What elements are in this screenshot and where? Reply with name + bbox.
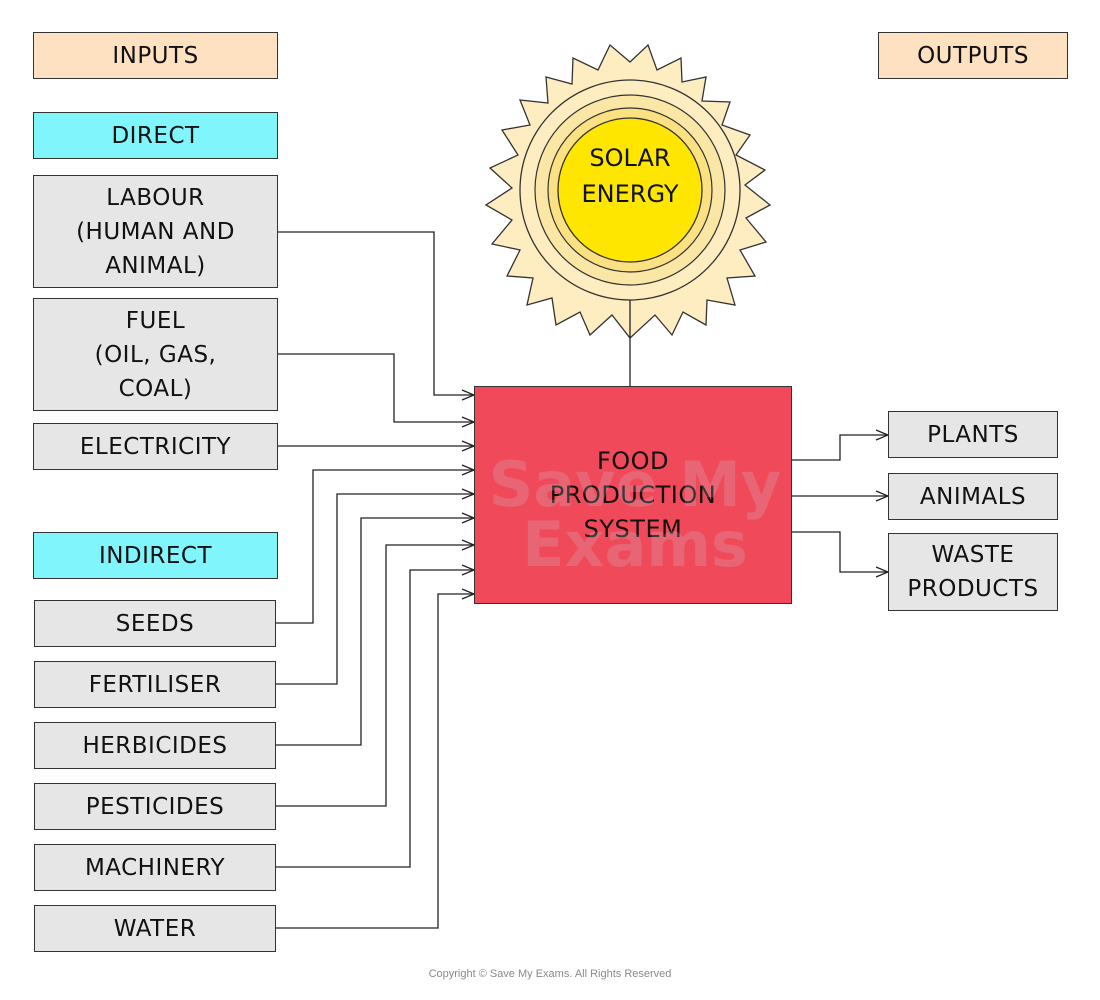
inputs-header: INPUTS — [33, 32, 278, 79]
pesticides-connector — [276, 545, 474, 807]
labour-label: LABOUR (HUMAN AND ANIMAL) — [76, 184, 235, 279]
machinery-label: MACHINERY — [84, 854, 226, 881]
inputs-header-label: INPUTS — [112, 42, 199, 69]
labour-box: LABOUR (HUMAN AND ANIMAL) — [33, 175, 278, 288]
fuel-connector — [278, 353, 474, 422]
direct-category: DIRECT — [33, 112, 278, 159]
fertiliser-box: FERTILISER — [34, 661, 276, 708]
animals-label: ANIMALS — [919, 483, 1027, 510]
fuel-box: FUEL (OIL, GAS, COAL) — [33, 298, 278, 411]
water-connector — [276, 594, 474, 929]
outputs-header: OUTPUTS — [878, 32, 1068, 79]
herbicides-label: HERBICIDES — [82, 732, 228, 759]
electricity-label: ELECTRICITY — [79, 433, 232, 460]
seeds-box: SEEDS — [34, 600, 276, 647]
pesticides-label: PESTICIDES — [85, 793, 225, 820]
waste-connector — [792, 531, 888, 572]
copyright-notice: Copyright © Save My Exams. All Rights Re… — [428, 968, 672, 980]
animals-box: ANIMALS — [888, 473, 1058, 520]
direct-category-label: DIRECT — [111, 122, 200, 149]
fuel-label: FUEL (OIL, GAS, COAL) — [94, 307, 217, 402]
herbicides-connector — [276, 518, 474, 746]
seeds-label: SEEDS — [115, 610, 195, 637]
fertiliser-connector — [276, 494, 474, 685]
machinery-box: MACHINERY — [34, 844, 276, 891]
sun-label: SOLAR ENERGY — [581, 144, 679, 208]
plants-label: PLANTS — [927, 421, 1019, 448]
plants-connector — [792, 435, 888, 461]
sun-core — [557, 117, 703, 263]
waste-products-label: WASTE PRODUCTS — [907, 542, 1039, 602]
electricity-box: ELECTRICITY — [33, 423, 278, 470]
sun-icon — [484, 43, 772, 339]
water-box: WATER — [34, 905, 276, 952]
machinery-connector — [276, 570, 474, 868]
food-production-system-label: FOOD PRODUCTION SYSTEM — [549, 447, 717, 543]
herbicides-box: HERBICIDES — [34, 722, 276, 769]
outputs-header-label: OUTPUTS — [917, 42, 1029, 69]
food-production-system-box: FOOD PRODUCTION SYSTEM — [474, 386, 792, 604]
water-label: WATER — [113, 915, 197, 942]
indirect-category-label: INDIRECT — [98, 542, 213, 569]
pesticides-box: PESTICIDES — [34, 783, 276, 830]
labour-connector — [278, 231, 474, 395]
waste-products-box: WASTE PRODUCTS — [888, 533, 1058, 611]
indirect-category: INDIRECT — [33, 532, 278, 579]
seeds-connector — [276, 470, 474, 624]
fertiliser-label: FERTILISER — [88, 671, 222, 698]
plants-box: PLANTS — [888, 411, 1058, 458]
